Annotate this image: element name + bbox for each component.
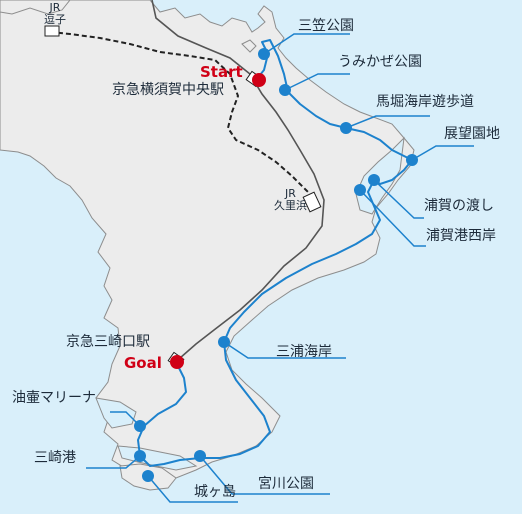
poi-tenbo-enchi[interactable] <box>406 154 418 166</box>
spot-label-miura-beach[interactable]: 三浦海岸 <box>276 344 332 360</box>
label-start: Start <box>200 63 243 81</box>
headland-north <box>0 0 71 15</box>
poi-jogashima[interactable] <box>142 470 154 482</box>
spot-label-mikasa-park[interactable]: 三笠公園 <box>298 18 354 34</box>
leader-lines <box>86 33 474 503</box>
label-goal-station: 京急三崎口駅 <box>66 334 150 350</box>
label-jr-kurihama: JR 久里浜 <box>274 187 307 212</box>
jr-zushi-station-marker <box>44 25 60 37</box>
aburatsubo-bay <box>95 397 137 429</box>
spot-label-umikaze-park[interactable]: うみかぜ公園 <box>338 54 422 70</box>
poi-aburatsubo-marina[interactable] <box>134 420 146 432</box>
poi-umikaze-park[interactable] <box>279 84 291 96</box>
label-jr-zushi: JR 逗子 <box>44 1 66 26</box>
poi-miyagawa-park[interactable] <box>194 450 206 462</box>
start-marker[interactable] <box>252 73 266 87</box>
spot-label-uraga-ferry[interactable]: 浦賀の渡し <box>424 198 494 214</box>
spot-label-uraga-west[interactable]: 浦賀港西岸 <box>426 228 496 244</box>
jr-line <box>49 31 317 201</box>
label-goal: Goal <box>124 354 162 372</box>
spot-label-aburatsubo-marina[interactable]: 油壷マリーナ <box>12 390 96 406</box>
uraga-inlet <box>355 136 405 215</box>
spot-label-misaki-port[interactable]: 三崎港 <box>34 450 76 466</box>
peninsula-land <box>0 0 415 479</box>
walking-route <box>137 39 413 467</box>
goal-marker[interactable] <box>170 355 184 369</box>
poi-misaki-port[interactable] <box>134 450 146 462</box>
poi-uraga-west[interactable] <box>354 184 366 196</box>
spot-label-jogashima[interactable]: 城ヶ島 <box>194 484 236 500</box>
poi-mabori-promenade[interactable] <box>340 122 352 134</box>
poi-miura-beach[interactable] <box>218 336 230 348</box>
spot-label-miyagawa-park[interactable]: 宮川公園 <box>258 476 314 492</box>
jr-kurihama-station-marker <box>302 191 322 213</box>
label-start-station: 京急横須賀中央駅 <box>112 82 224 98</box>
spot-label-mabori-promenade[interactable]: 馬堀海岸遊歩道 <box>376 94 474 110</box>
spot-label-tenbo-enchi[interactable]: 展望園地 <box>444 126 500 142</box>
islet-sarushima <box>241 39 257 53</box>
poi-mikasa-park[interactable] <box>258 48 270 60</box>
poi-uraga-ferry[interactable] <box>368 174 380 186</box>
keikyu-line <box>151 0 325 359</box>
